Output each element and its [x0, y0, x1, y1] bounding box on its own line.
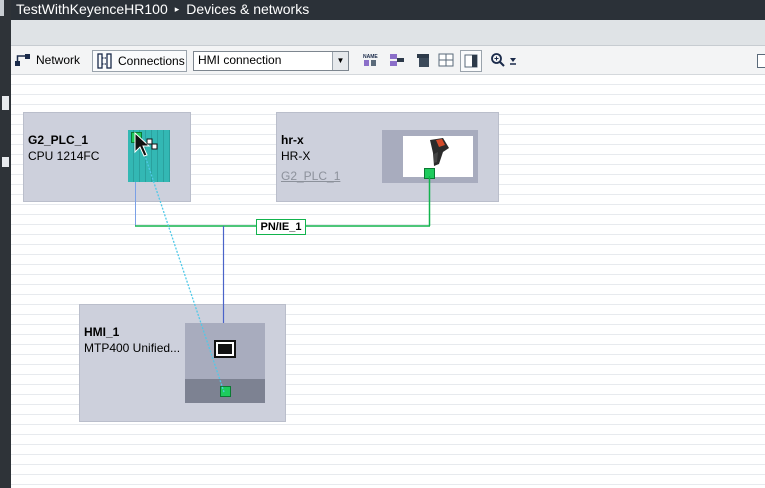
module-icon[interactable]	[415, 52, 431, 68]
device-overview-icon[interactable]	[389, 52, 405, 68]
barcode-scanner-icon	[430, 138, 449, 166]
hr-x-profinet-port[interactable]	[424, 168, 435, 179]
breadcrumb-project[interactable]: TestWithKeyenceHR100	[16, 1, 168, 17]
connection-type-value: HMI connection	[198, 53, 282, 67]
device-name: HMI_1	[84, 325, 120, 339]
connections-icon	[97, 53, 112, 69]
assigned-controller-link[interactable]: G2_PLC_1	[281, 169, 341, 183]
network-button-label: Network	[36, 53, 81, 67]
device-type: MTP400 Unified...	[84, 341, 181, 355]
connections-button[interactable]: Connections	[92, 50, 187, 72]
network-button[interactable]: Network	[14, 50, 83, 70]
hmi-module[interactable]	[185, 323, 265, 403]
connection-type-select[interactable]: HMI connection ▼	[193, 51, 349, 71]
left-panel-strip	[0, 0, 11, 488]
show-names-icon[interactable]: NAME	[362, 52, 378, 68]
zoom-dropdown-icon[interactable]	[508, 52, 518, 68]
window-toggle-icon[interactable]	[757, 54, 765, 68]
device-type: HR-X	[281, 149, 311, 163]
breadcrumb-separator-icon: ▸	[174, 4, 180, 14]
subnet-label[interactable]: PN/IE_1	[256, 219, 306, 235]
panel-tab[interactable]	[0, 0, 4, 16]
dropdown-arrow-icon[interactable]: ▼	[332, 52, 348, 70]
editor-header-bar	[11, 20, 765, 46]
table-icon[interactable]	[438, 52, 454, 68]
device-hr-x[interactable]: hr-x HR-X G2_PLC_1	[276, 112, 499, 202]
zoom-icon[interactable]	[490, 52, 506, 68]
plc-profinet-port[interactable]	[131, 132, 142, 143]
connections-button-label: Connections	[118, 54, 185, 68]
collapse-icon[interactable]	[2, 96, 9, 110]
barcode-reader-image	[403, 136, 473, 177]
hmi-screen-icon	[214, 340, 236, 358]
toolbar: Network Connections HMI connection ▼ NAM…	[11, 46, 765, 75]
device-name: hr-x	[281, 133, 304, 147]
breadcrumb: TestWithKeyenceHR100 ▸ Devices & networks	[11, 0, 765, 20]
svg-text:NAME: NAME	[363, 54, 378, 60]
breadcrumb-view: Devices & networks	[186, 1, 310, 17]
network-icon	[15, 54, 30, 66]
hmi-profinet-port[interactable]	[220, 386, 231, 397]
device-hmi[interactable]: HMI_1 MTP400 Unified...	[79, 304, 286, 422]
split-view-icon	[464, 54, 478, 68]
device-type: CPU 1214FC	[28, 149, 100, 163]
device-plc[interactable]: G2_PLC_1 CPU 1214FC	[23, 112, 191, 202]
hr-x-module[interactable]	[382, 130, 478, 183]
split-view-button[interactable]	[460, 50, 482, 72]
pin-icon[interactable]	[2, 157, 9, 167]
device-name: G2_PLC_1	[28, 133, 89, 147]
plc-module[interactable]	[128, 130, 170, 182]
